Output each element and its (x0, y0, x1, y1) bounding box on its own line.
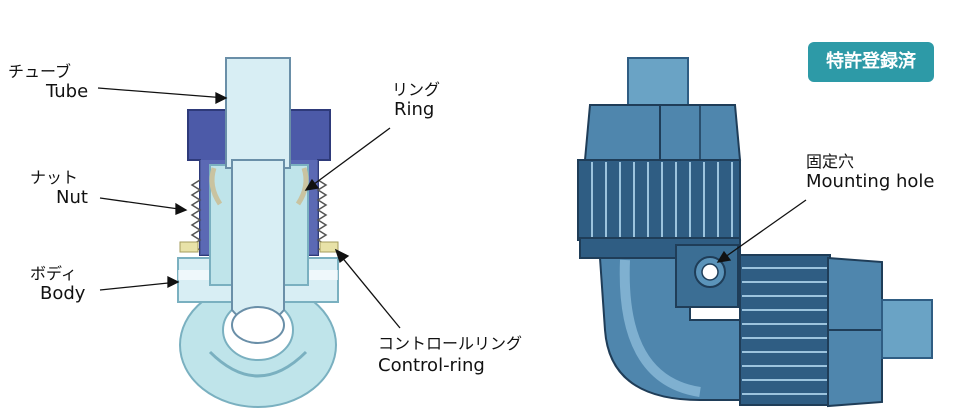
label-nut-en: Nut (56, 187, 88, 208)
label-body-en: Body (40, 283, 86, 304)
thread-left (190, 179, 202, 251)
label-nut-jp: ナット (30, 168, 79, 187)
leader-tube (97, 87, 227, 99)
label-control-ring-jp: コントロールリング (378, 334, 523, 353)
patent-registered-badge: 特許登録済 (808, 42, 934, 82)
label-control-ring: コントロールリング Control-ring (378, 334, 522, 376)
ring-right (295, 167, 309, 206)
control-ring-left (179, 241, 199, 253)
label-tube-jp: チューブ (8, 62, 72, 81)
label-mounting-hole-jp: 固定穴 (806, 152, 855, 171)
label-ring: リング Ring (388, 80, 440, 120)
ring-left (209, 167, 223, 206)
label-nut: ナット Nut (30, 168, 88, 208)
label-tube: チューブ Tube (8, 62, 88, 102)
label-mounting-hole-en: Mounting hole (806, 171, 935, 192)
label-mounting-hole: 固定穴 Mounting hole (806, 152, 934, 192)
label-body-jp: ボディ (30, 264, 77, 283)
leader-body (99, 281, 179, 291)
label-ring-jp: リング (392, 80, 441, 99)
label-tube-en: Tube (46, 81, 89, 102)
label-body: ボディ Body (30, 264, 85, 304)
elbow-fitting-3d (577, 57, 933, 408)
tube-section (225, 57, 291, 344)
label-control-ring-en: Control-ring (378, 355, 485, 376)
thread-right (316, 179, 328, 251)
leader-mounting-hole (717, 199, 807, 263)
leader-ring (305, 127, 391, 191)
label-ring-en: Ring (394, 99, 435, 120)
leader-nut (99, 197, 187, 211)
control-ring-right (319, 241, 339, 253)
leader-control-ring (335, 249, 401, 329)
